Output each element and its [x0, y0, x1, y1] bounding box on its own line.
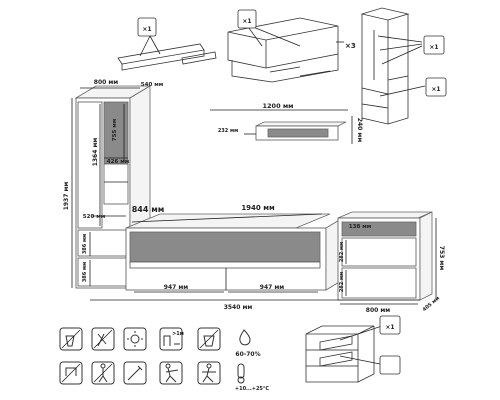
- dim-niche-h: 520 мм: [83, 214, 106, 220]
- no-sun-icon: [123, 327, 147, 351]
- chest-box-badge: ×1: [379, 315, 401, 335]
- svg-text:60-70%: 60-70%: [235, 351, 260, 358]
- svg-text:×3: ×3: [345, 42, 356, 50]
- dim-shelf-d: 232 мм: [218, 128, 238, 134]
- bed-mattress: [129, 231, 321, 263]
- dim-chest-d2-h: 282 мм: [339, 272, 345, 292]
- no-sitting-icon: [59, 361, 83, 385]
- svg-text:×1: ×1: [385, 324, 394, 331]
- bed: [125, 213, 347, 291]
- wardrobe-box-badge-a: ×1: [423, 35, 445, 55]
- dim-chest-h: 753 мм: [438, 246, 445, 271]
- dim-bed-h: 844 мм: [132, 205, 165, 214]
- assembly-tools-icon: [123, 361, 147, 385]
- svg-text:>1м: >1м: [172, 331, 184, 337]
- dim-chest-d1-h: 282 мм: [339, 242, 345, 262]
- dim-overall-w: 3540 мм: [224, 304, 253, 311]
- two-person-assembly-icon: [159, 361, 183, 385]
- svg-text:×1: ×1: [142, 26, 151, 33]
- dim-upper-door-h: 1364 мм: [92, 138, 99, 167]
- temperature-icon: +10...+25°С: [235, 363, 269, 392]
- care-icons: >1м 60-70%: [59, 327, 269, 392]
- shelf-box-badge: ×1: [137, 17, 157, 37]
- no-chemicals-icon: [91, 327, 115, 351]
- humidity-icon: 60-70%: [235, 329, 261, 358]
- dim-niche-w: 426 мм: [107, 159, 130, 165]
- distance-heater-icon: >1м: [159, 327, 184, 351]
- svg-text:×1: ×1: [431, 86, 440, 93]
- dim-shelf-w: 1200 мм: [263, 102, 294, 110]
- dim-lower-door-h1: 386 мм: [82, 234, 88, 254]
- wardrobe: [74, 85, 152, 289]
- dim-drawer-w1: 947 мм: [164, 284, 189, 291]
- dim-upper-glass-h: 755 мм: [112, 118, 118, 141]
- dim-bed-w: 1940 мм: [241, 204, 275, 212]
- no-liquid-icon: [59, 327, 83, 351]
- dim-total-height: 1937 мм: [63, 182, 70, 211]
- bed-count-badge: ×3: [345, 42, 356, 50]
- no-standing-icon: [91, 361, 115, 385]
- dim-lower-door-h2: 386 мм: [82, 262, 88, 282]
- dim-chest-w: 800 мм: [366, 307, 391, 314]
- wall-shelf: [255, 121, 347, 141]
- careful-lifting-icon: [197, 361, 221, 385]
- chest-of-drawers: [337, 211, 433, 301]
- chest-box-badge-2: [379, 355, 401, 375]
- dim-shelf-h: 240 мм: [356, 118, 363, 143]
- dim-drawer-w2: 947 мм: [260, 284, 285, 291]
- shelf-sketch: ×1: [117, 17, 217, 71]
- dim-chest-top-h: 138 мм: [349, 224, 372, 230]
- svg-text:×1: ×1: [242, 18, 251, 25]
- dim-cabinet-depth: 540 мм: [141, 82, 164, 88]
- bed-sketch: ×1 ×3: [227, 9, 356, 83]
- chest-sketch: ×1: [305, 315, 401, 383]
- no-heavy-load-icon: [197, 327, 221, 351]
- dimension-lines: [71, 87, 437, 305]
- wardrobe-box-badge-b: ×1: [425, 77, 447, 97]
- dim-cabinet-width: 800 мм: [94, 79, 119, 86]
- svg-text:+10...+25°С: +10...+25°С: [235, 386, 269, 392]
- wardrobe-sketch: ×1 ×1: [360, 7, 447, 125]
- bed-box-badge: ×1: [237, 9, 257, 29]
- svg-text:×1: ×1: [429, 44, 438, 51]
